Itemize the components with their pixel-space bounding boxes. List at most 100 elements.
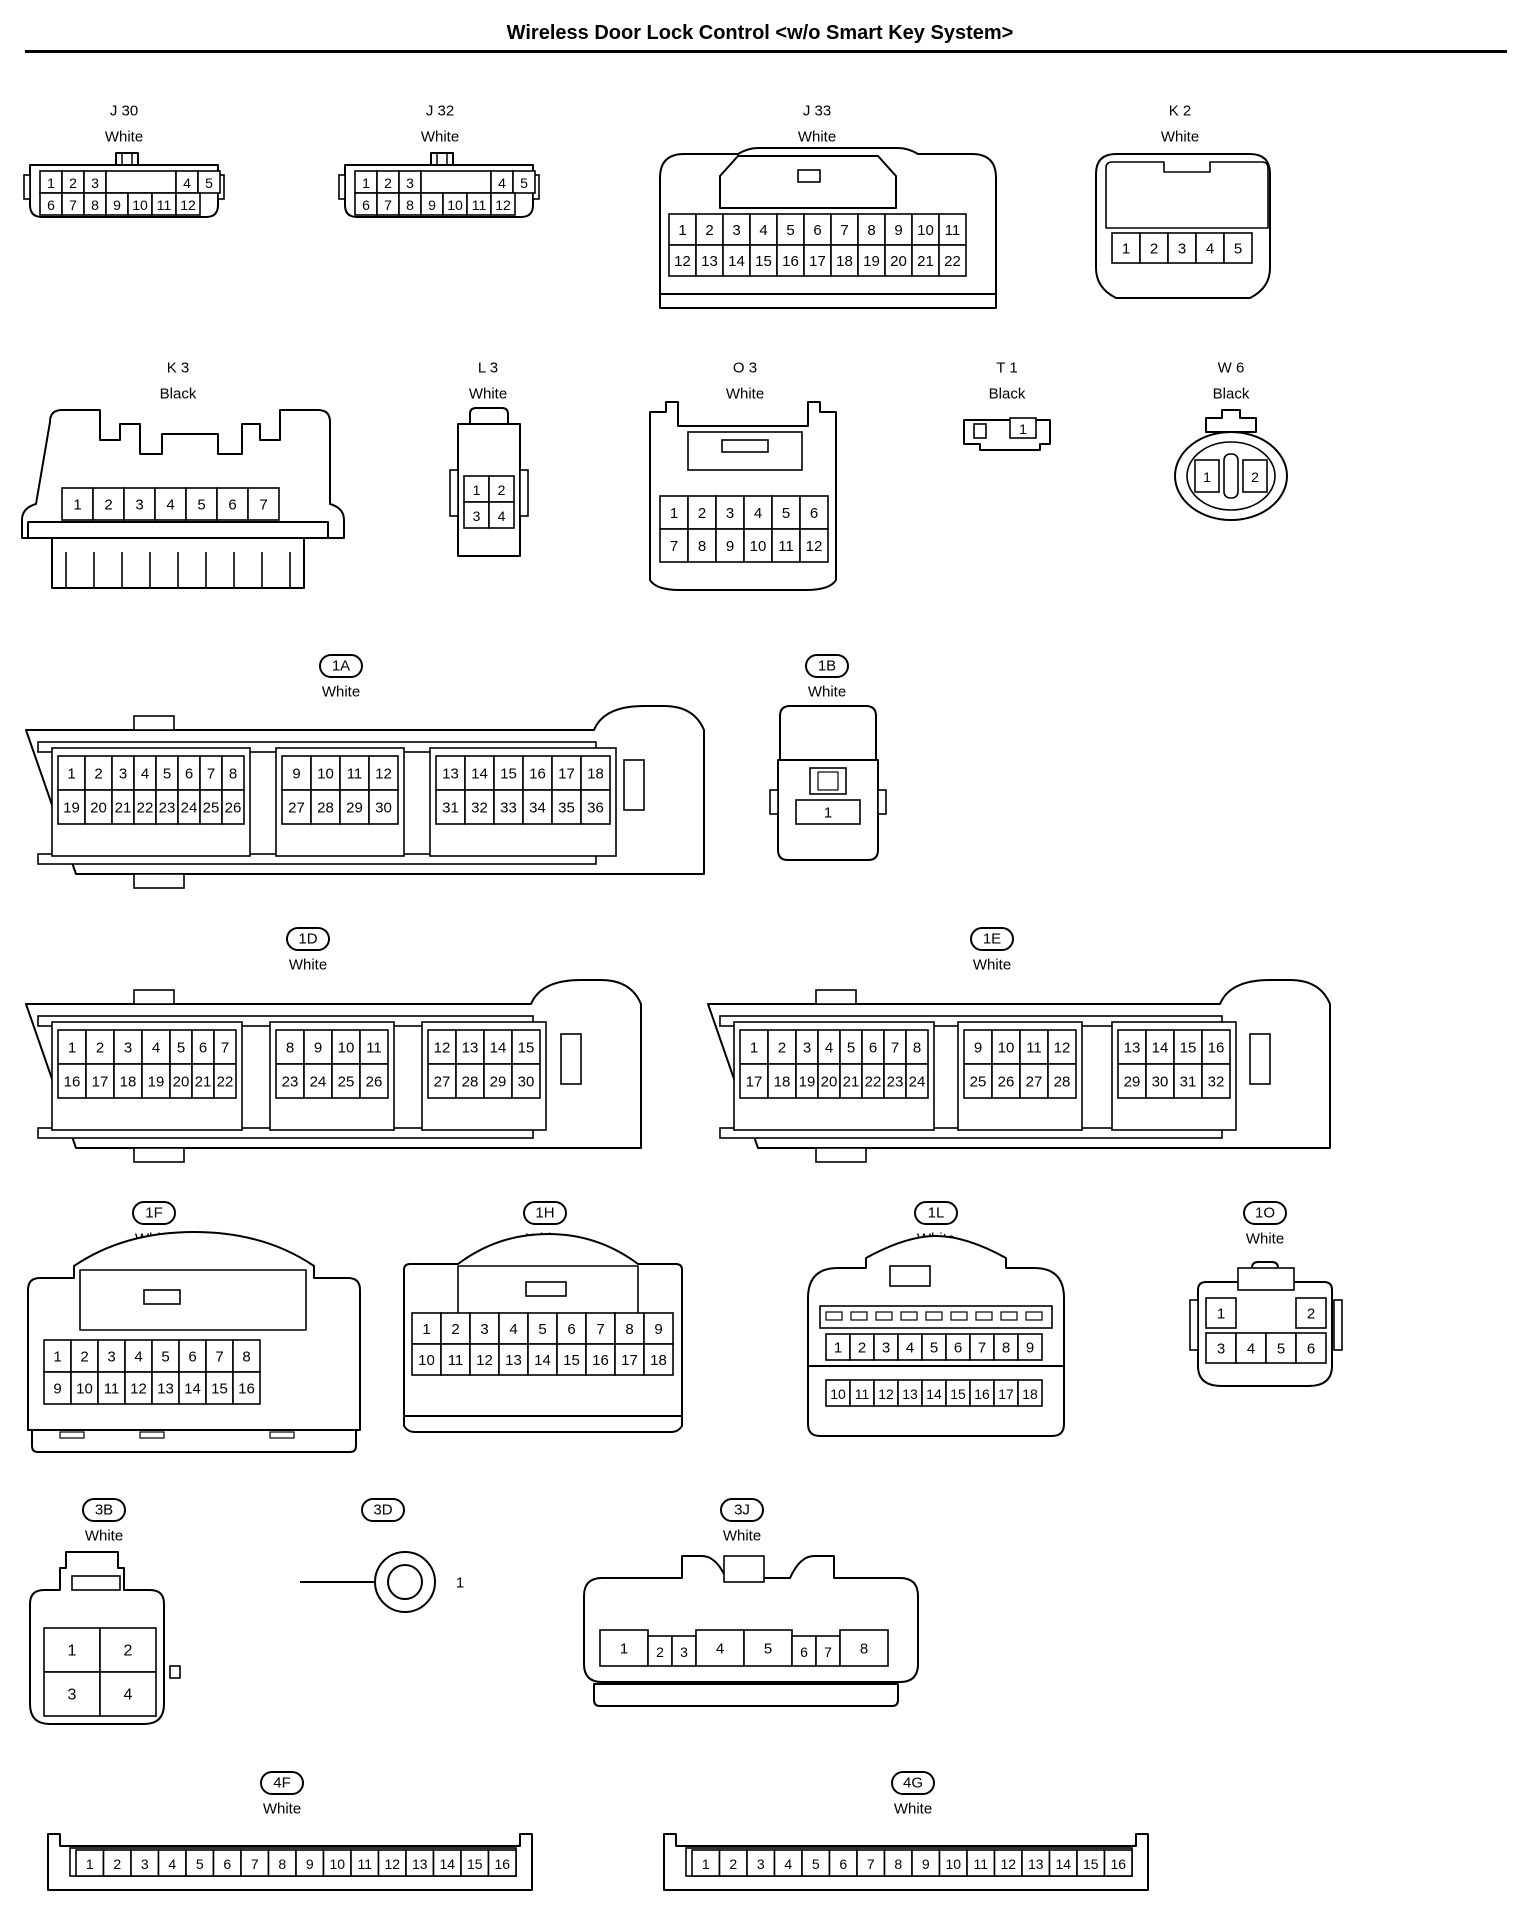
- pin-11: 11: [97, 1371, 126, 1405]
- pin-3: 3: [463, 501, 490, 529]
- pin-5: 5: [1223, 232, 1253, 264]
- pin-17: 17: [85, 1063, 115, 1099]
- pin-number: 1: [422, 1321, 430, 1338]
- pin-3: 3: [83, 170, 107, 194]
- connector-color: White: [726, 386, 764, 403]
- pin-number: 16: [592, 1352, 609, 1369]
- pin-number: 4: [716, 1641, 724, 1658]
- pin-number: 2: [80, 1349, 88, 1366]
- pin-7: 7: [376, 192, 400, 216]
- pin-number: 12: [375, 766, 392, 783]
- connector-color: White: [1246, 1231, 1284, 1248]
- title-rule: [25, 50, 1507, 53]
- pin-11: 11: [440, 1343, 471, 1376]
- pin-5: 5: [801, 1849, 831, 1877]
- pin-number: 34: [529, 800, 546, 817]
- pin-9: 9: [715, 528, 745, 563]
- pin-14: 14: [1048, 1849, 1078, 1877]
- pin-32: 32: [464, 789, 495, 825]
- pin-1: 1: [795, 799, 861, 825]
- pin-14: 14: [178, 1371, 207, 1405]
- pin-19: 19: [57, 789, 86, 825]
- pin-7: 7: [815, 1635, 841, 1667]
- pin-14: 14: [722, 244, 751, 277]
- connector-code: J 33: [803, 103, 831, 120]
- pin-number: 6: [223, 1856, 231, 1872]
- pin-number: 7: [207, 766, 215, 783]
- pin-1: 1: [463, 475, 490, 503]
- pin-14: 14: [1145, 1029, 1175, 1065]
- pin-2: 2: [102, 1849, 132, 1877]
- connector-code-badge: 1F: [132, 1201, 176, 1225]
- pin-1: 1: [599, 1629, 649, 1667]
- connector-code-badge: 3B: [82, 1498, 126, 1522]
- connector-color: White: [1161, 129, 1199, 146]
- pin-number: 17: [809, 253, 826, 270]
- pin-13: 13: [1117, 1029, 1147, 1065]
- pin-5: 5: [185, 487, 218, 521]
- pin-number: 6: [47, 197, 55, 213]
- pin-number: 14: [184, 1381, 201, 1398]
- pin-number: 13: [505, 1352, 522, 1369]
- pin-number: 6: [188, 1349, 196, 1366]
- pin-number: 3: [726, 505, 734, 522]
- pin-6: 6: [828, 1849, 858, 1877]
- pin-2: 2: [99, 1627, 157, 1673]
- connector-color: White: [894, 1801, 932, 1818]
- pin-number: 1: [67, 766, 75, 783]
- pin-27: 27: [281, 789, 312, 825]
- pin-17: 17: [551, 755, 582, 791]
- pin-number: 11: [973, 1856, 988, 1872]
- pin-10: 10: [911, 213, 940, 246]
- pin-number: 16: [1110, 1856, 1126, 1872]
- pin-number: 9: [726, 538, 734, 555]
- connector-code-badge: 1L: [914, 1201, 958, 1225]
- pin-number: 2: [656, 1644, 664, 1660]
- pin-number: 9: [1026, 1340, 1034, 1357]
- pin-number: 24: [909, 1074, 926, 1091]
- pin-6: 6: [556, 1312, 587, 1345]
- pin-number: 12: [878, 1386, 894, 1402]
- connector-color: Black: [160, 386, 197, 403]
- pin-number: 6: [199, 1040, 207, 1057]
- pin-number: 8: [242, 1349, 250, 1366]
- pin-number: 6: [813, 222, 821, 239]
- pin-number: 3: [757, 1856, 765, 1872]
- pin-number: 10: [945, 1856, 961, 1872]
- pin-number: 2: [698, 505, 706, 522]
- pin-number: 17: [998, 1386, 1014, 1402]
- pin-number: 9: [292, 766, 300, 783]
- pin-23: 23: [883, 1063, 907, 1099]
- pin-number: 5: [196, 1856, 204, 1872]
- pin-11: 11: [151, 192, 177, 216]
- pin-number: 8: [698, 538, 706, 555]
- pin-8: 8: [83, 192, 107, 216]
- pin-number: 6: [185, 766, 193, 783]
- pin-5: 5: [1265, 1332, 1297, 1364]
- pin-35: 35: [551, 789, 582, 825]
- pin-number: 6: [362, 197, 370, 213]
- pin-2: 2: [488, 475, 515, 503]
- pin-number: 9: [974, 1040, 982, 1057]
- pin-number: 14: [926, 1386, 942, 1402]
- pin-number: 1: [86, 1856, 94, 1872]
- connector-code-badge: 1E: [970, 927, 1014, 951]
- pin-16: 16: [776, 244, 805, 277]
- pin-19: 19: [141, 1063, 171, 1099]
- pin-29: 29: [339, 789, 370, 825]
- pin-16: 16: [232, 1371, 261, 1405]
- pin-8: 8: [993, 1333, 1019, 1361]
- pin-15: 15: [556, 1343, 587, 1376]
- pin-number: 6: [839, 1856, 847, 1872]
- pin-22: 22: [938, 244, 967, 277]
- pin-number: 14: [439, 1856, 455, 1872]
- connector-1e: 1EWhite117218319420521622723824925102611…: [707, 927, 1331, 1163]
- pin-number: 3: [803, 1040, 811, 1057]
